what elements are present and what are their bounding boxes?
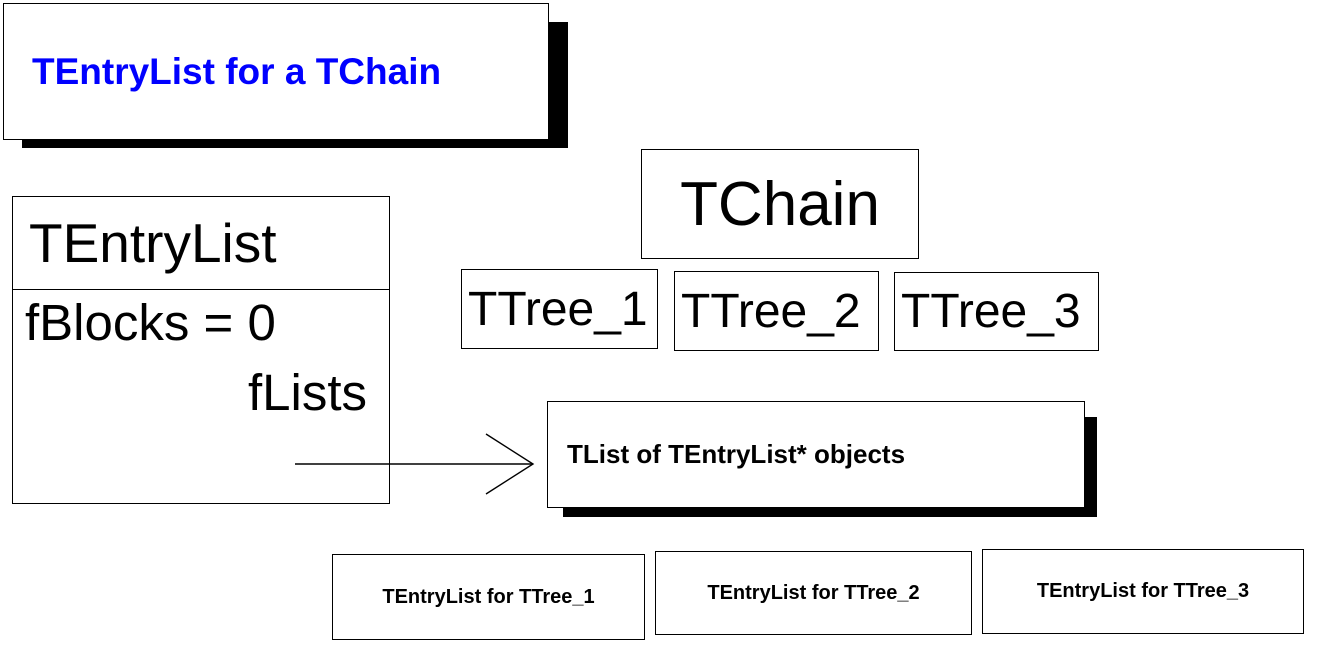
title-box: TEntryList for a TChain (3, 3, 549, 140)
entrylist-for-ttree-2-label: TEntryList for TTree_2 (707, 581, 920, 604)
ttree-label-3: TTree_3 (901, 285, 1081, 338)
entrylist-field-flists: fLists (247, 363, 367, 421)
entrylist-field-fblocks: fBlocks = 0 (25, 294, 276, 351)
flists-to-tlist-arrow (295, 433, 535, 495)
ttree-box-1: TTree_1 (461, 269, 658, 349)
entrylist-class-box: TEntryList fBlocks = 0 fLists (12, 196, 390, 504)
page-title: TEntryList for a TChain (32, 50, 442, 92)
tchain-label: TChain (680, 169, 880, 239)
entrylist-for-ttree-1-box: TEntryList for TTree_1 (332, 554, 645, 640)
tchain-box: TChain (641, 149, 919, 259)
entrylist-for-ttree-3-box: TEntryList for TTree_3 (982, 549, 1304, 634)
tlist-box: TList of TEntryList* objects (547, 401, 1085, 508)
entrylist-for-ttree-3-label: TEntryList for TTree_3 (1036, 580, 1250, 602)
entrylist-class-body: fBlocks = 0 fLists (13, 290, 389, 504)
ttree-box-3: TTree_3 (894, 272, 1099, 351)
entrylist-for-ttree-1-label: TEntryList for TTree_1 (382, 585, 595, 608)
ttree-label-2: TTree_2 (681, 284, 861, 338)
entrylist-for-ttree-2-box: TEntryList for TTree_2 (655, 551, 972, 635)
entrylist-class-name: TEntryList (29, 211, 277, 274)
tlist-label: TList of TEntryList* objects (567, 439, 906, 469)
entrylist-class-header: TEntryList (13, 197, 389, 290)
ttree-label-1: TTree_1 (468, 282, 648, 336)
ttree-box-2: TTree_2 (674, 271, 879, 351)
